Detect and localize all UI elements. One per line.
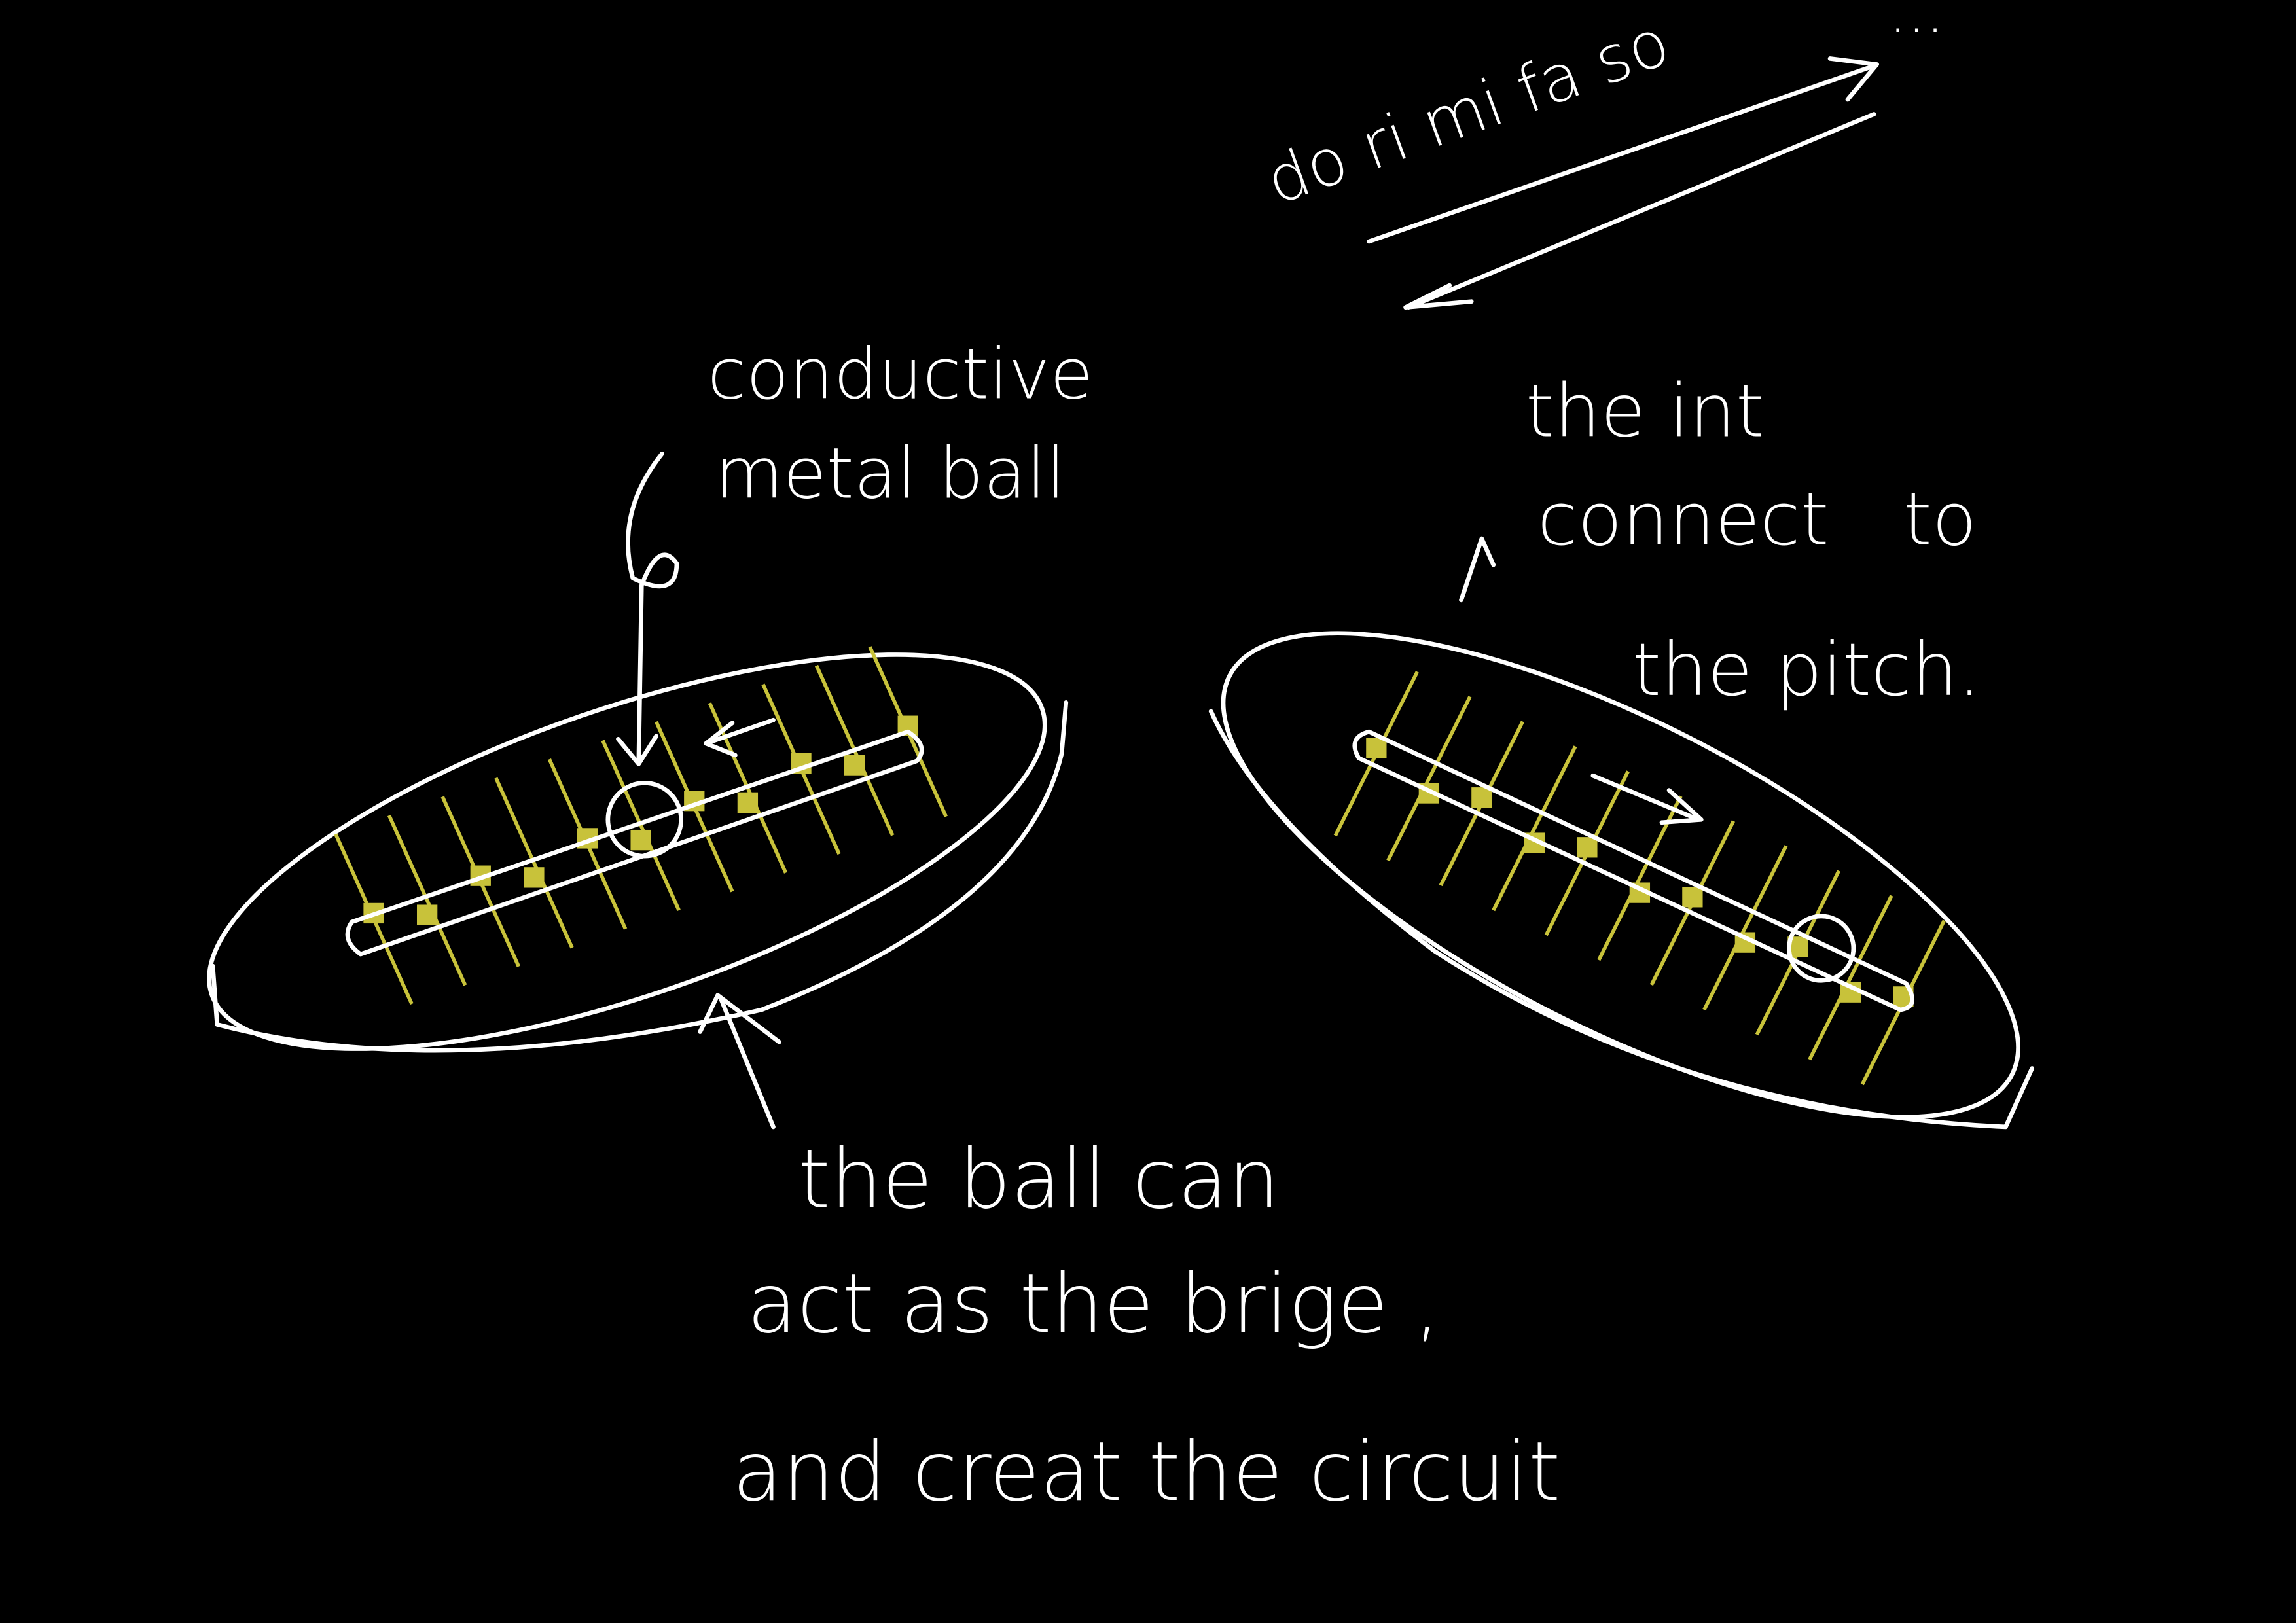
- int-pointer-arrow: [1459, 536, 1496, 603]
- right-direction-arrow: [1590, 773, 1704, 825]
- string-coil: [524, 867, 545, 888]
- string-wire: [1386, 696, 1472, 862]
- arrow-left-line: [1403, 112, 1876, 310]
- disc-pointer-arrow: [698, 993, 781, 1130]
- label-the-pitch: the pitch.: [1632, 628, 1981, 713]
- string-coil: [416, 904, 438, 925]
- right-slot: [1352, 729, 1914, 1012]
- string-coil: [1366, 738, 1387, 758]
- label-connect: connect: [1537, 477, 1829, 562]
- left-direction-arrow: [704, 717, 776, 758]
- label-metal-ball: metal ball: [715, 433, 1066, 514]
- string-wire: [1808, 895, 1893, 1061]
- left-disc-top: [207, 652, 1047, 1051]
- string-wire: [494, 777, 574, 949]
- left-disc: [207, 646, 1069, 1053]
- right-disc: [1208, 631, 2035, 1130]
- string-coil: [1471, 787, 1492, 808]
- right-disc-rim: [1208, 709, 2035, 1130]
- label-conductive: conductive: [708, 333, 1093, 415]
- string-coil: [630, 829, 651, 851]
- right-disc-top: [1221, 631, 2020, 1120]
- arrow-right-line: [1367, 56, 1880, 244]
- label-the-int: the int: [1526, 368, 1765, 454]
- string-coil: [844, 755, 865, 776]
- scale-note: do ri mi fa so: [1257, 5, 1679, 220]
- label-act-as-bridge: act as the brige ,: [747, 1256, 1440, 1351]
- scale-arrows: [1367, 56, 1880, 310]
- label-create-circuit: and creat the circuit: [732, 1424, 1560, 1520]
- string-wire: [1702, 845, 1788, 1011]
- label-the-ball-can: the ball can: [798, 1132, 1280, 1227]
- string-coil: [737, 792, 759, 813]
- ball-pointer-arrow: [616, 451, 679, 766]
- string-wire: [387, 814, 467, 986]
- string-coil: [1682, 887, 1703, 908]
- left-metal-ball: [605, 781, 683, 859]
- scale-ellipsis: ...: [1889, 0, 1945, 46]
- label-to: to: [1903, 477, 1977, 562]
- right-metal-ball: [1787, 914, 1856, 983]
- string-wire: [1492, 745, 1577, 912]
- right-strings: [1333, 671, 1946, 1086]
- string-coil: [1577, 837, 1598, 858]
